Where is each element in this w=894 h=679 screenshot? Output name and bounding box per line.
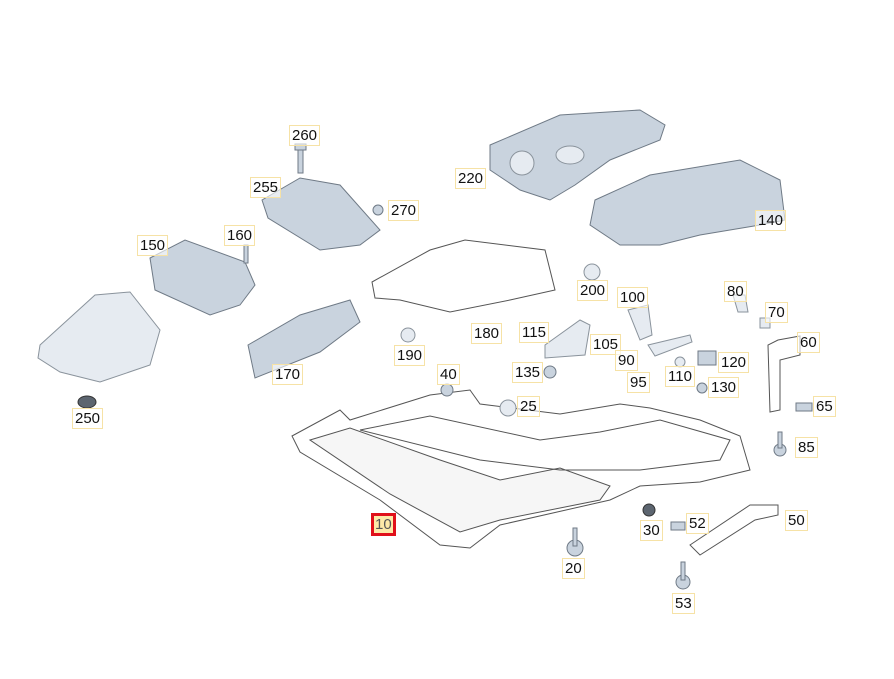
part-label-190[interactable]: 190 xyxy=(394,345,426,366)
part-label-60[interactable]: 60 xyxy=(797,332,820,353)
part-label-70[interactable]: 70 xyxy=(765,302,788,323)
part-label-270[interactable]: 270 xyxy=(388,200,420,221)
part-label-260[interactable]: 260 xyxy=(289,125,321,146)
part-label-105[interactable]: 105 xyxy=(590,334,622,355)
part-label-80[interactable]: 80 xyxy=(724,281,747,302)
part-label-130[interactable]: 130 xyxy=(708,377,740,398)
housing-150 xyxy=(149,239,256,316)
part-label-10-selected[interactable]: 10 xyxy=(371,513,396,536)
part-label-40[interactable]: 40 xyxy=(437,364,460,385)
part-label-200[interactable]: 200 xyxy=(577,280,609,301)
part-label-90[interactable]: 90 xyxy=(615,350,638,371)
cover-170 xyxy=(247,299,361,379)
part-label-25[interactable]: 25 xyxy=(517,396,540,417)
part-label-250[interactable]: 250 xyxy=(72,408,104,429)
reservoir xyxy=(37,291,161,383)
part-label-85[interactable]: 85 xyxy=(795,437,818,458)
part-label-95[interactable]: 95 xyxy=(627,372,650,393)
part-label-220[interactable]: 220 xyxy=(455,168,487,189)
part-label-140[interactable]: 140 xyxy=(755,210,787,231)
shield-180 xyxy=(371,239,556,313)
engine-cover-140 xyxy=(589,159,786,246)
part-label-120[interactable]: 120 xyxy=(718,352,750,373)
cap-250 xyxy=(77,395,97,409)
part-label-160[interactable]: 160 xyxy=(224,225,256,246)
part-label-150[interactable]: 150 xyxy=(137,235,169,256)
part-label-170[interactable]: 170 xyxy=(272,364,304,385)
part-label-110[interactable]: 110 xyxy=(665,366,695,387)
air-filter-255 xyxy=(261,177,381,251)
part-label-180[interactable]: 180 xyxy=(471,323,503,344)
part-label-100[interactable]: 100 xyxy=(617,287,649,308)
part-label-52[interactable]: 52 xyxy=(686,513,709,534)
part-label-50[interactable]: 50 xyxy=(785,510,808,531)
part-label-53[interactable]: 53 xyxy=(672,593,695,614)
part-label-255[interactable]: 255 xyxy=(250,177,282,198)
part-label-20[interactable]: 20 xyxy=(562,558,585,579)
part-label-135[interactable]: 135 xyxy=(512,362,544,383)
part-label-115[interactable]: 115 xyxy=(519,322,549,343)
part-label-65[interactable]: 65 xyxy=(813,396,836,417)
part-label-30[interactable]: 30 xyxy=(640,520,663,541)
